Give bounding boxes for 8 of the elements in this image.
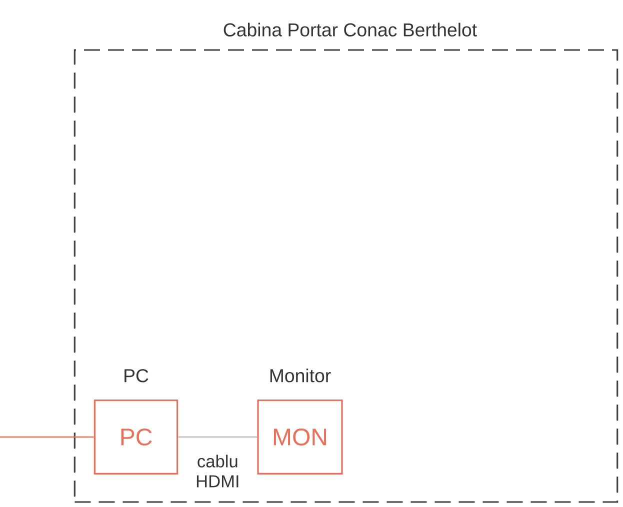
device-heading: Monitor xyxy=(270,368,331,382)
connector-line xyxy=(0,436,94,438)
connector-line xyxy=(178,436,258,438)
device-heading: PC xyxy=(124,369,148,382)
device-box: MON xyxy=(257,400,343,474)
node-label: Cabina Portar Conac Berthelot xyxy=(224,22,477,36)
edge-label: cablu HDMI xyxy=(194,453,242,489)
device-box: PC xyxy=(94,400,178,474)
